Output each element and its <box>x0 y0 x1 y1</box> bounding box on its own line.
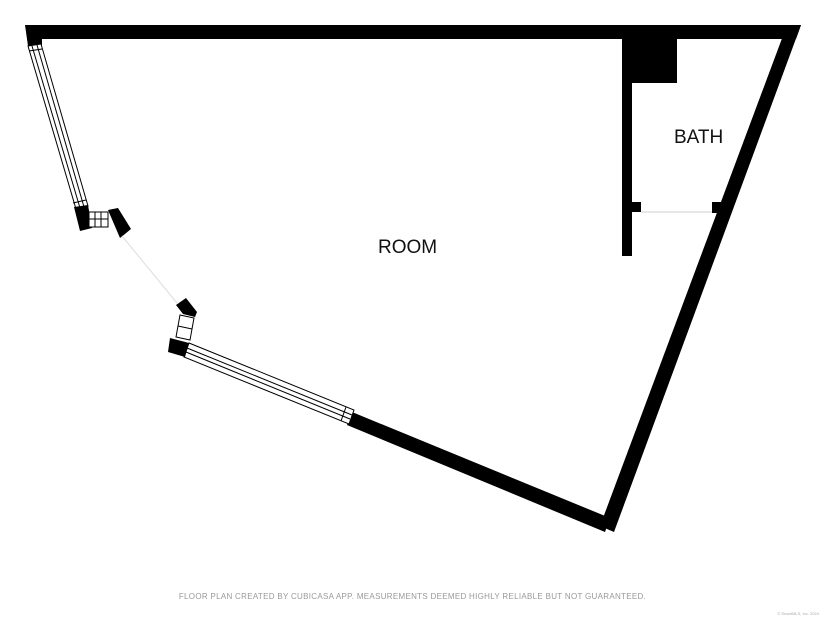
copyright: © SmartMLS, Inc. 2024 <box>777 611 819 616</box>
window-left <box>27 43 89 210</box>
wall-jamb <box>176 298 197 317</box>
window-bottom <box>183 342 355 425</box>
bath-door-jamb <box>712 202 722 213</box>
wall-top <box>25 25 801 46</box>
window-small-2 <box>175 314 195 341</box>
wall-right <box>600 25 801 532</box>
wall-jamb <box>74 205 92 231</box>
window-small-1 <box>88 211 109 228</box>
bath-label: BATH <box>674 127 724 148</box>
bath-wall <box>622 38 632 256</box>
room-label: ROOM <box>378 237 438 258</box>
opening <box>121 235 178 304</box>
wall-bottom <box>347 412 610 532</box>
wall-jamb <box>108 208 131 238</box>
bath-door-jamb <box>632 202 641 212</box>
footer-disclaimer: FLOOR PLAN CREATED BY CUBICASA APP. MEAS… <box>178 592 647 601</box>
wall-jamb <box>168 338 189 357</box>
